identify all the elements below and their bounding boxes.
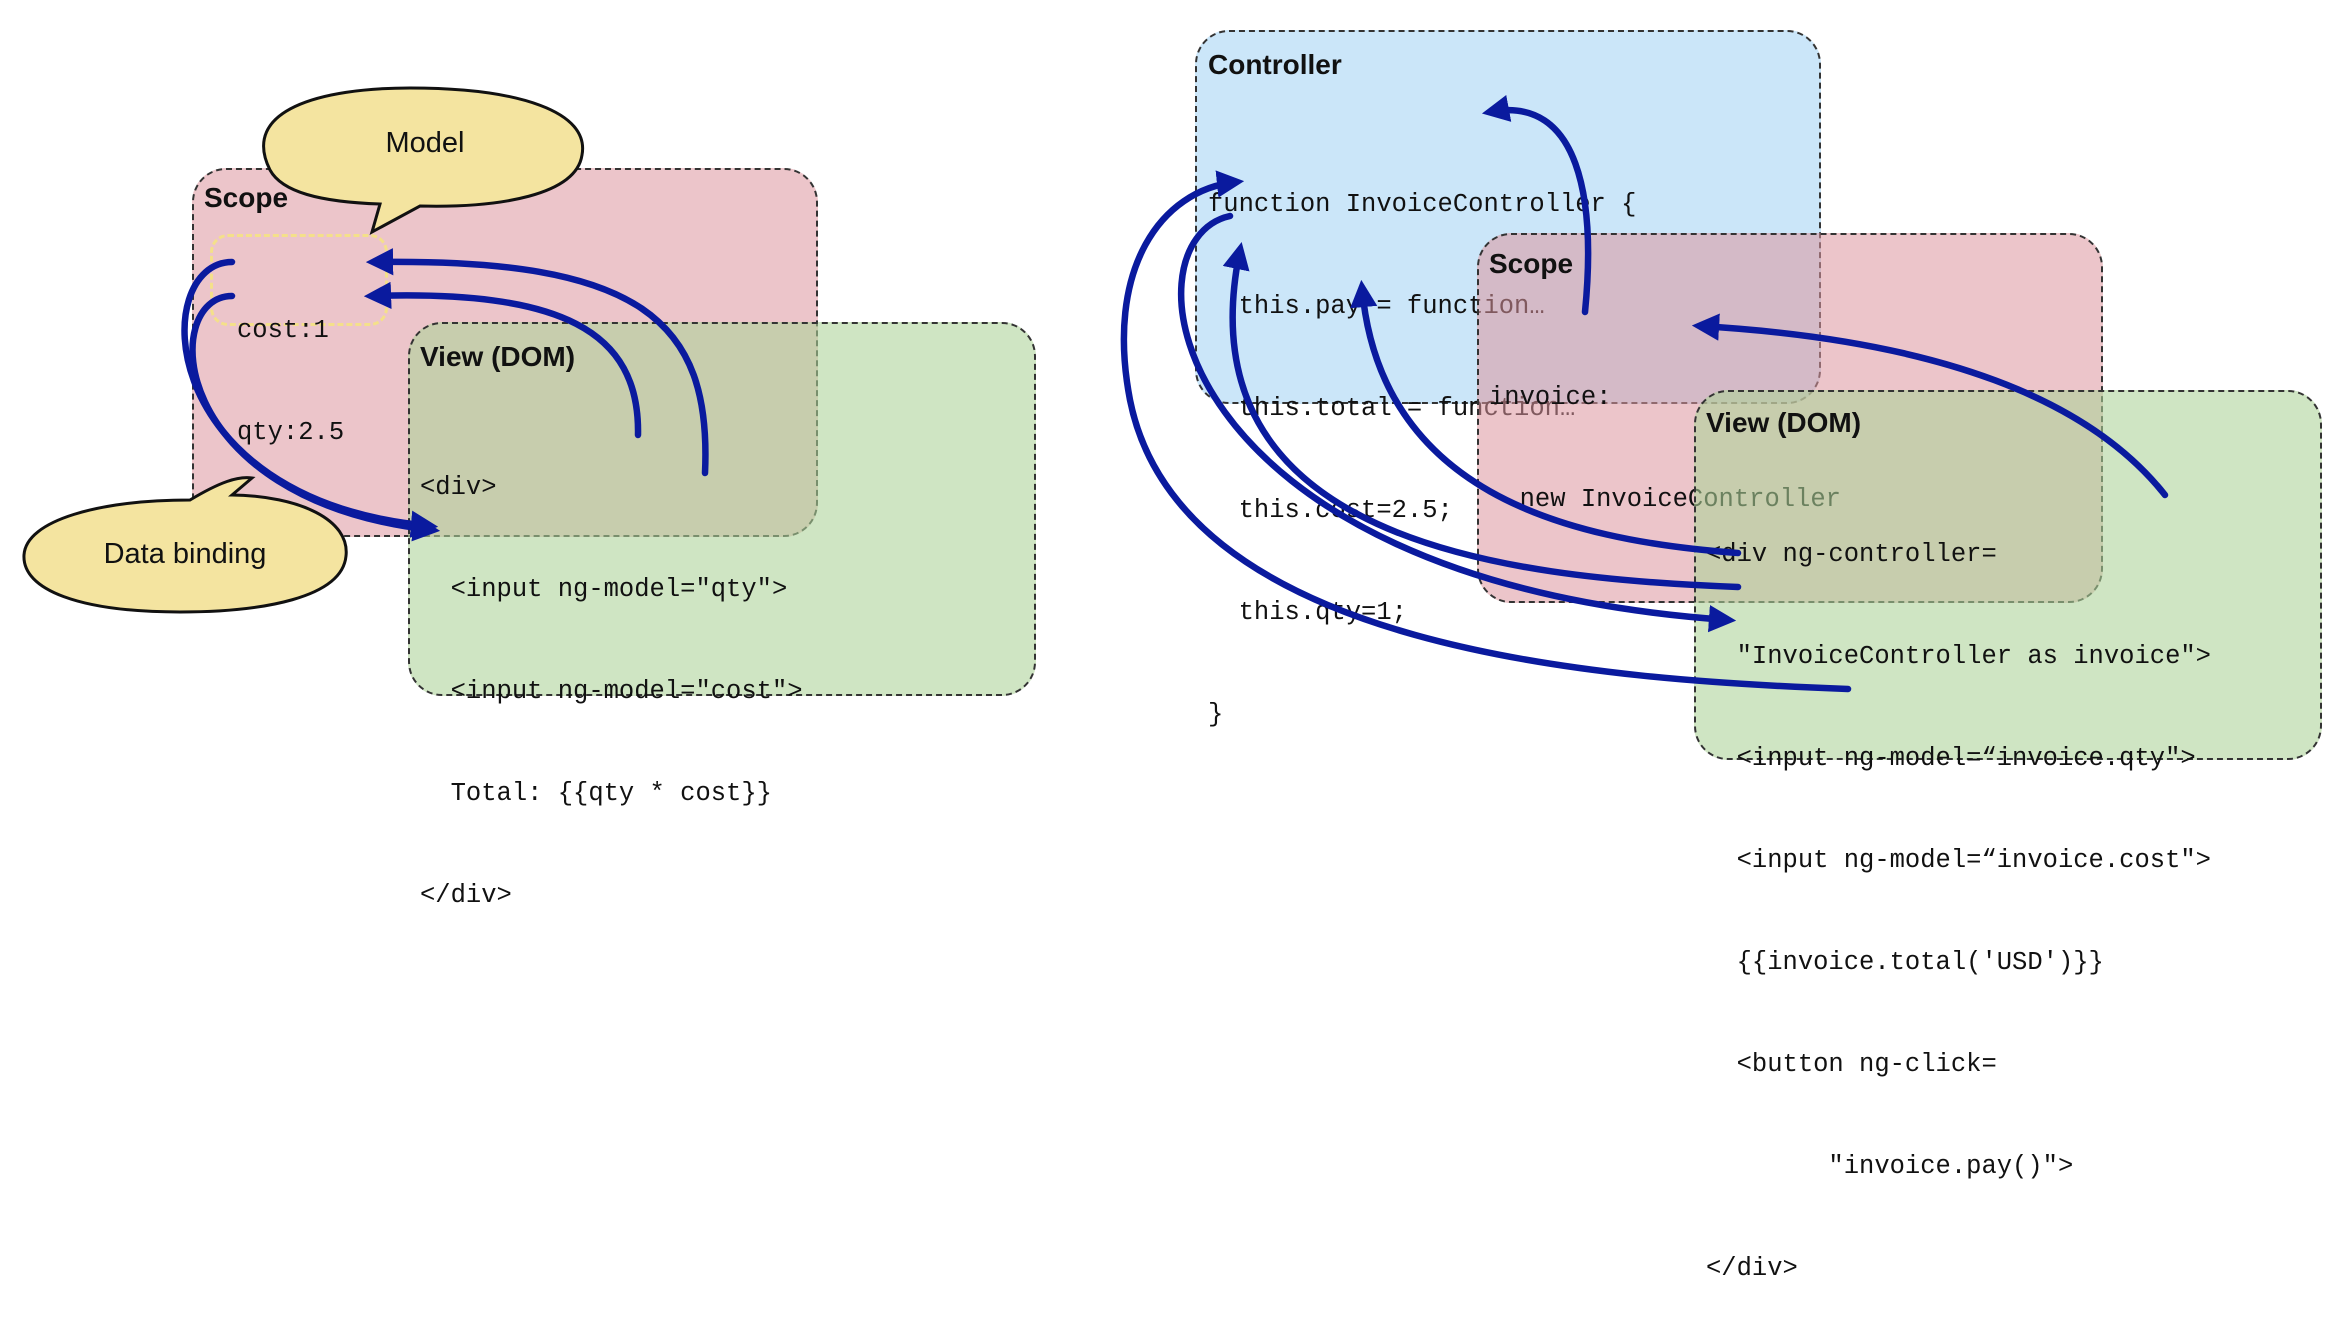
arrow-scope-to-controller (1481, 95, 1592, 316)
view-line: </div> (1706, 1254, 1798, 1283)
arrow-scope-qty-to-total (189, 292, 441, 542)
view-line: <div> (420, 473, 497, 502)
model-values-highlight (210, 234, 388, 326)
left-scope-title: Scope (204, 182, 289, 213)
arrow-cost-input-to-scope (365, 248, 709, 477)
arrow-input-cost-to-controller-cost (1222, 241, 1742, 591)
view-line-pay: "invoice.pay()"> (1706, 1152, 2074, 1181)
right-scope-title: Scope (1489, 248, 1574, 279)
data-binding-bubble-shape (22, 476, 348, 614)
view-line-total: {{invoice.total('USD')}} (1706, 948, 2104, 977)
left-view-box (408, 322, 1036, 696)
model-bubble-label: Model (385, 127, 465, 159)
controller-line: } (1208, 700, 1224, 729)
view-line-input-cost: <input ng-model="cost"> (420, 677, 803, 706)
right-view-box (1694, 390, 2322, 760)
view-line-controller-as: "InvoiceController as invoice"> (1706, 642, 2211, 671)
left-view-title: View (DOM) (420, 341, 576, 372)
scope-value-cost: cost:1 (237, 316, 329, 345)
scope-invoice: invoice: (1489, 383, 1612, 412)
controller-title: Controller (1208, 49, 1342, 80)
arrow-input-qty-to-controller-qty (1350, 279, 1742, 557)
view-line-input-cost: <input ng-model=“invoice.cost"> (1706, 846, 2211, 875)
scope-value-qty: qty:2.5 (237, 418, 345, 447)
view-line-ng-controller: <div ng-controller= (1706, 540, 1997, 569)
view-line-input-qty: <input ng-model=“invoice.qty"> (1706, 744, 2196, 773)
right-view-title: View (DOM) (1706, 407, 1862, 438)
data-binding-bubble-label: Data binding (103, 538, 267, 570)
model-bubble-shape (262, 86, 585, 236)
arrow-view-to-scope-invoice (1691, 313, 2169, 499)
view-line-input-qty: <input ng-model="qty"> (420, 575, 788, 604)
arrow-scope-cost-to-total (181, 258, 439, 538)
arrow-qty-input-to-scope (363, 281, 642, 439)
left-scope-code: cost:1 qty:2.5 (237, 246, 344, 484)
binding-arrows (181, 95, 2169, 693)
arrow-button-to-controller-pay (1120, 170, 1852, 693)
view-line: </div> (420, 881, 512, 910)
arrow-total-to-controller-total (1177, 212, 1737, 633)
view-line-button: <button ng-click= (1706, 1050, 1997, 1079)
left-view-code: <div> <input ng-model="qty"> <input ng-m… (420, 403, 803, 947)
